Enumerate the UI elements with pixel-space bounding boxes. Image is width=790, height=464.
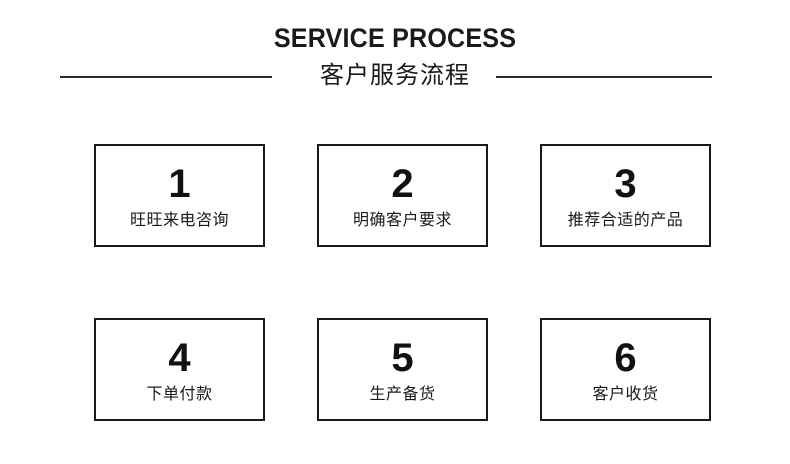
step-box-4: 4 下单付款 [94, 318, 265, 421]
step-number-3: 3 [614, 161, 637, 206]
steps-row-bottom: 4 下单付款 5 生产备货 6 客户收货 [94, 318, 711, 421]
steps-row-top: 1 旺旺来电咨询 2 明确客户要求 3 推荐合适的产品 [94, 144, 711, 247]
step-number-1: 1 [168, 161, 191, 206]
step-box-3: 3 推荐合适的产品 [540, 144, 711, 247]
step-number-2: 2 [391, 161, 414, 206]
divider-line-right [496, 76, 712, 78]
step-label-2: 明确客户要求 [352, 209, 452, 229]
step-label-5: 生产备货 [369, 383, 436, 403]
subtitle-row: 客户服务流程 [0, 59, 790, 93]
step-box-1: 1 旺旺来电咨询 [94, 144, 265, 247]
step-number-6: 6 [614, 335, 637, 380]
step-label-1: 旺旺来电咨询 [129, 209, 229, 229]
step-label-3: 推荐合适的产品 [567, 209, 684, 229]
step-box-5: 5 生产备货 [317, 318, 488, 421]
header: SERVICE PROCESS 客户服务流程 [0, 22, 790, 93]
divider-line-left [60, 76, 272, 78]
step-box-2: 2 明确客户要求 [317, 144, 488, 247]
step-number-5: 5 [391, 335, 414, 380]
step-label-6: 客户收货 [592, 383, 659, 403]
page-title-english: SERVICE PROCESS [273, 23, 517, 53]
steps-grid: 1 旺旺来电咨询 2 明确客户要求 3 推荐合适的产品 4 下单付款 5 生产备… [94, 144, 711, 421]
step-number-4: 4 [168, 335, 191, 380]
step-label-4: 下单付款 [146, 383, 213, 403]
page-title-chinese: 客户服务流程 [320, 61, 470, 89]
step-box-6: 6 客户收货 [540, 318, 711, 421]
